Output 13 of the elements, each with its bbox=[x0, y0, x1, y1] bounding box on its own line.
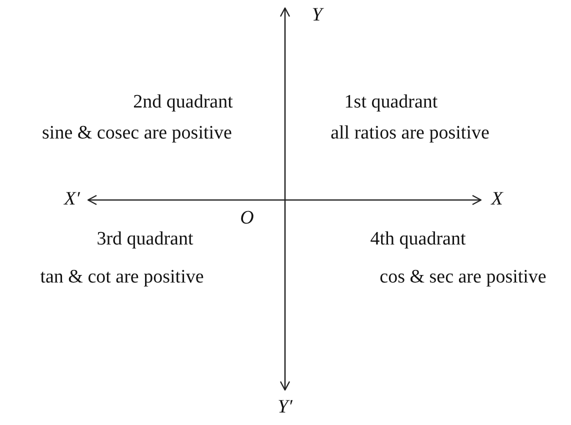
axis-label: Y′ bbox=[278, 398, 292, 418]
quadrant-note: cos & sec are positive bbox=[380, 268, 546, 288]
axis-label: X′ bbox=[64, 190, 80, 210]
quadrant-note: sine & cosec are positive bbox=[42, 124, 232, 144]
quadrant-title: 3rd quadrant bbox=[96, 230, 194, 250]
axis-label: X bbox=[491, 190, 503, 210]
axis-label: Y bbox=[312, 6, 322, 26]
quadrant-title: 4th quadrant bbox=[370, 230, 466, 250]
quadrant-note: all ratios are positive bbox=[330, 124, 490, 144]
origin-label: O bbox=[240, 208, 254, 230]
quadrant-note: tan & cot are positive bbox=[40, 268, 204, 288]
quadrant-title: 2nd quadrant bbox=[133, 92, 233, 114]
quadrant-title: 1st quadrant bbox=[344, 92, 438, 114]
